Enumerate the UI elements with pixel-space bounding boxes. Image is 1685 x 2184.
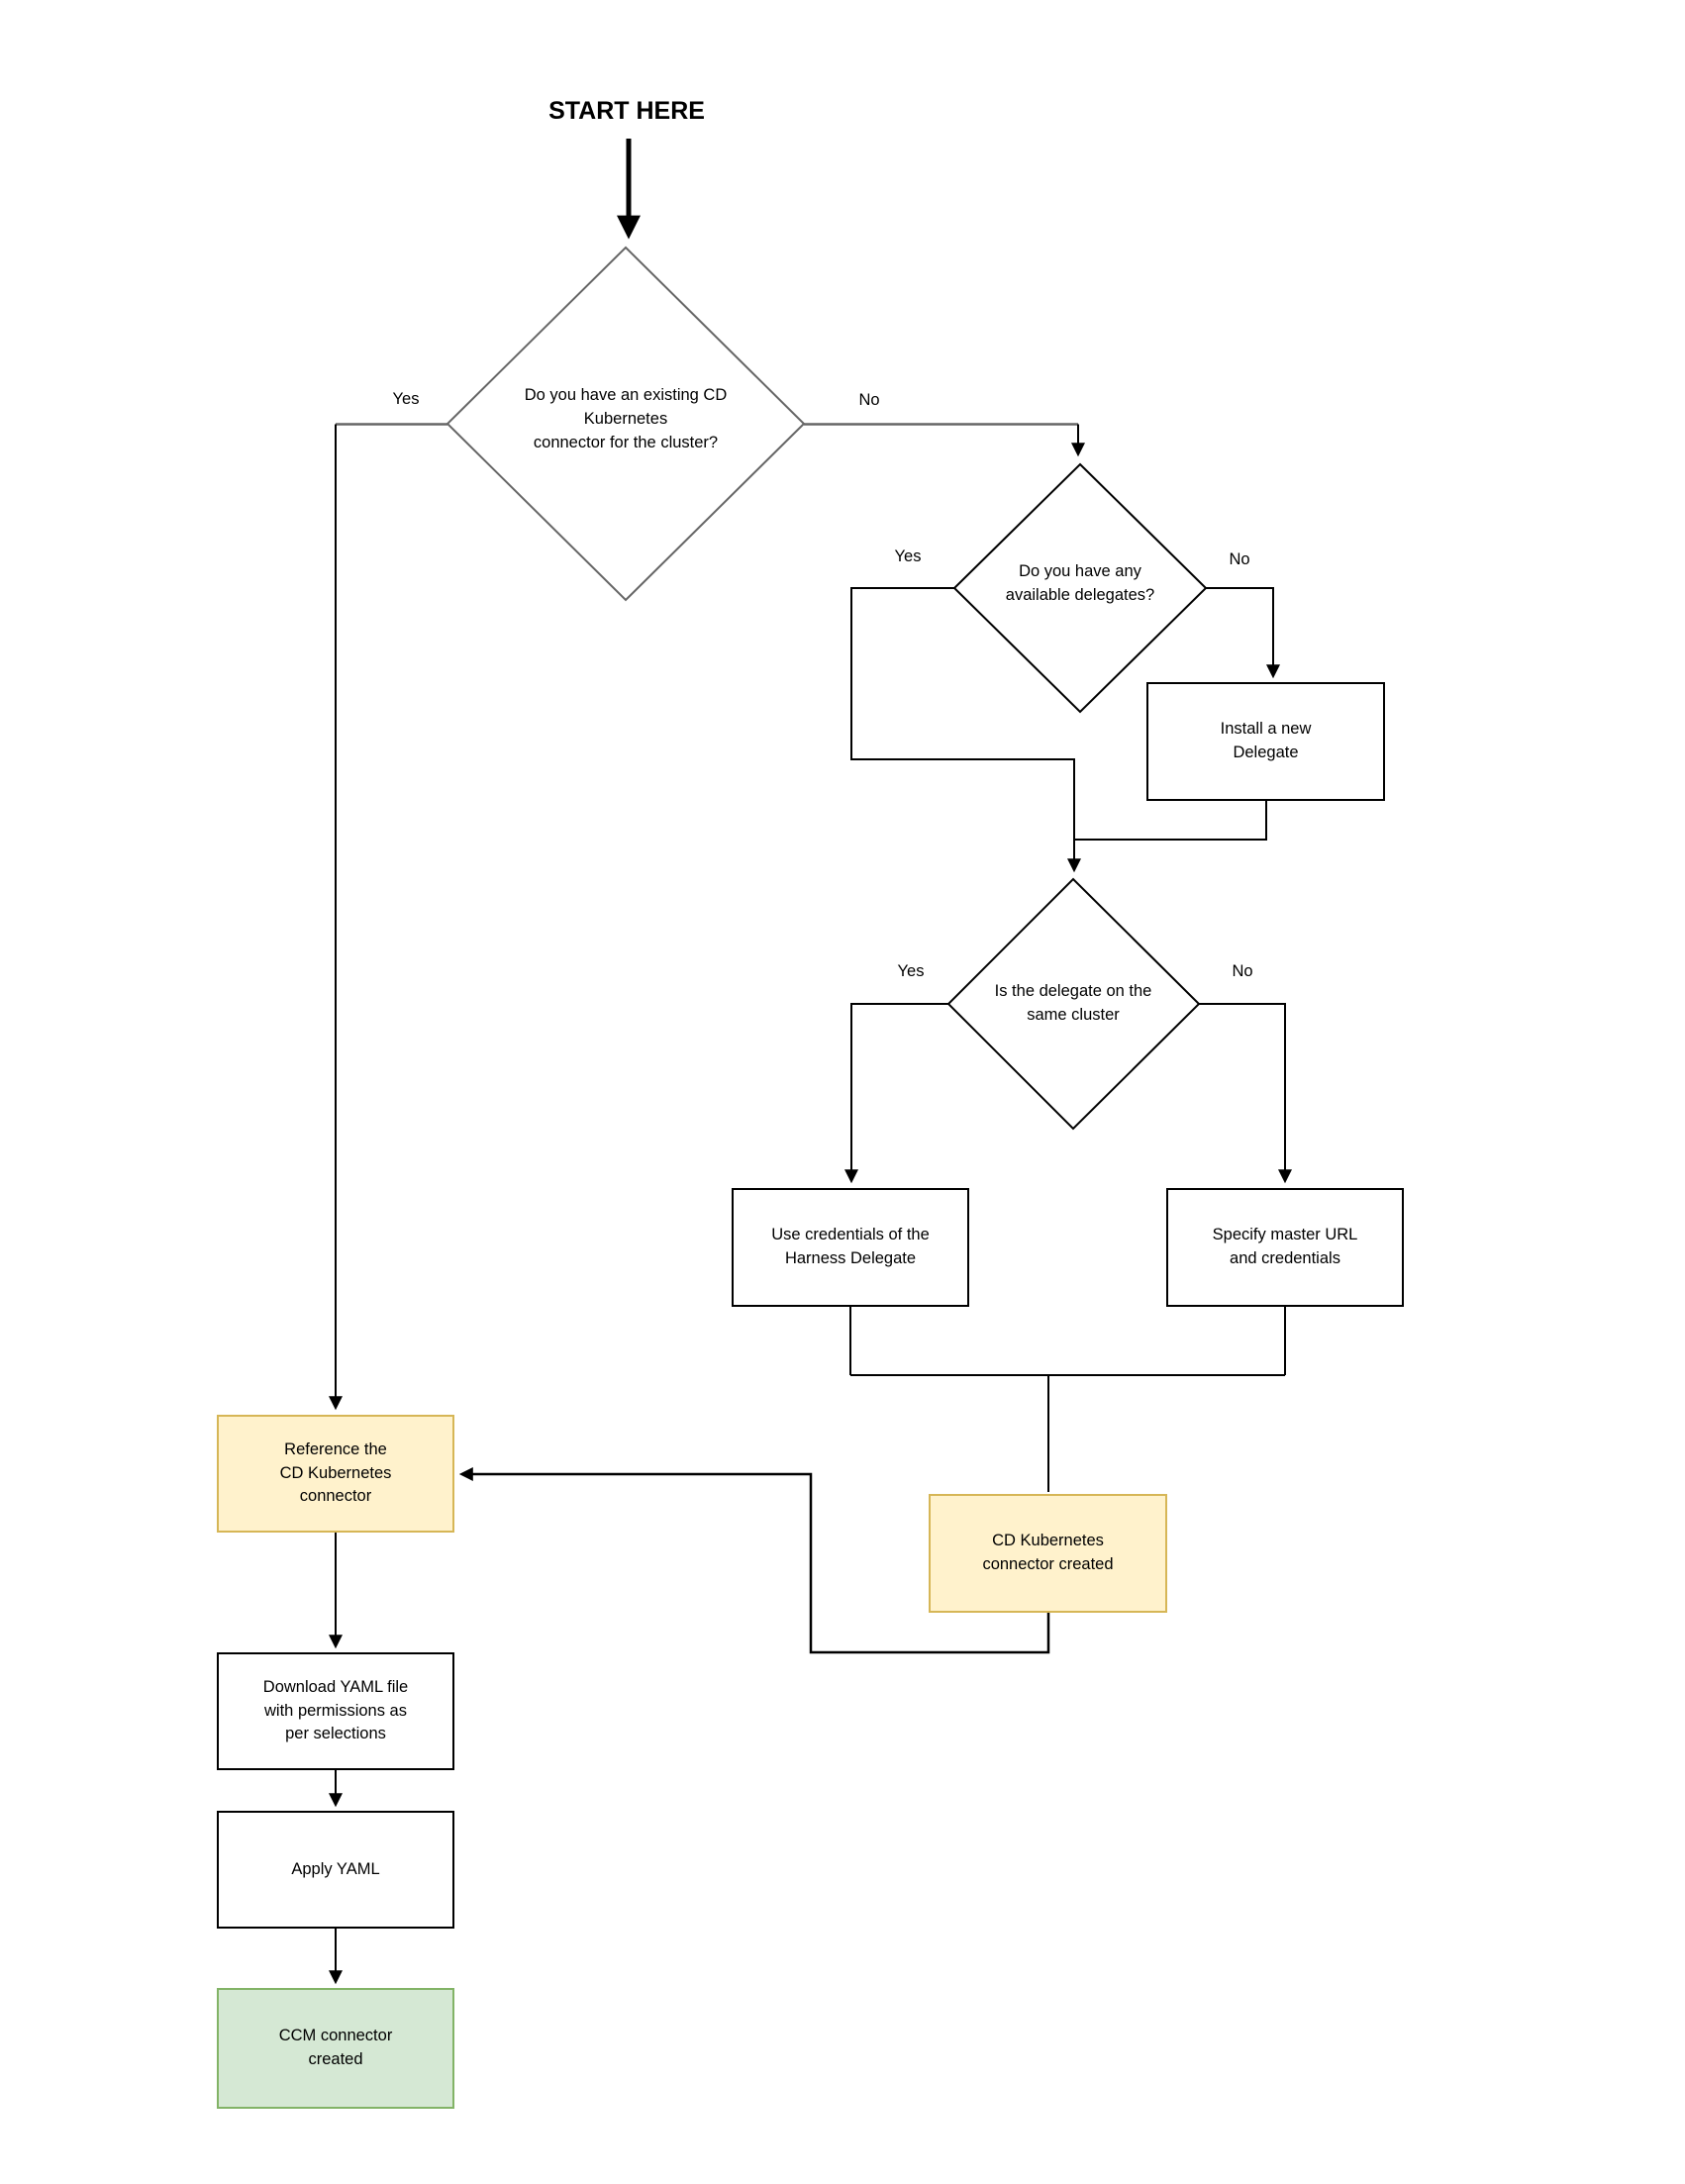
edge-cd-to-reference: [458, 1467, 1050, 1654]
decision-same-cluster-label: Is the delegate on the same cluster: [994, 982, 1152, 1024]
decision-existing-connector-diamond: [446, 246, 806, 602]
edge-label-d2-no: No: [1229, 550, 1250, 568]
node-use-credentials: Use credentials of the Harness Delegate: [732, 1188, 969, 1307]
start-here-title: START HERE: [548, 97, 705, 125]
node-cd-connector-created: CD Kubernetes connector created: [929, 1494, 1167, 1613]
edge-label-d2-yes: Yes: [894, 547, 922, 565]
edge-d3-yes: [844, 1003, 948, 1184]
edge-d2-yes: [850, 587, 1081, 873]
node-apply-yaml: Apply YAML: [217, 1811, 454, 1929]
edge-d3-no: [1199, 1003, 1292, 1184]
node-reference-connector: Reference the CD Kubernetes connector: [217, 1415, 454, 1533]
edge-label-d3-yes: Yes: [897, 962, 925, 980]
node-download-yaml: Download YAML file with permissions as p…: [217, 1652, 454, 1770]
decision-available-delegates-label: Do you have any available delegates?: [1005, 562, 1155, 604]
node-ccm-connector-created: CCM connector created: [217, 1988, 454, 2109]
edge-label-d1-no: No: [858, 391, 880, 409]
decision-same-cluster-diamond: [946, 877, 1201, 1131]
decision-existing-connector-label: Do you have an existing CD Kubernetes co…: [524, 386, 728, 451]
edge-label-d1-yes: Yes: [392, 390, 420, 408]
edge-label-d3-no: No: [1232, 962, 1253, 980]
edge-credentials-merge: [849, 1307, 1286, 1492]
edge-install-merge: [1075, 801, 1267, 841]
edge-d2-no: [1206, 587, 1280, 679]
node-install-delegate: Install a new Delegate: [1146, 682, 1385, 801]
node-specify-master-url: Specify master URL and credentials: [1166, 1188, 1404, 1307]
decision-available-delegates-diamond: [952, 462, 1208, 714]
